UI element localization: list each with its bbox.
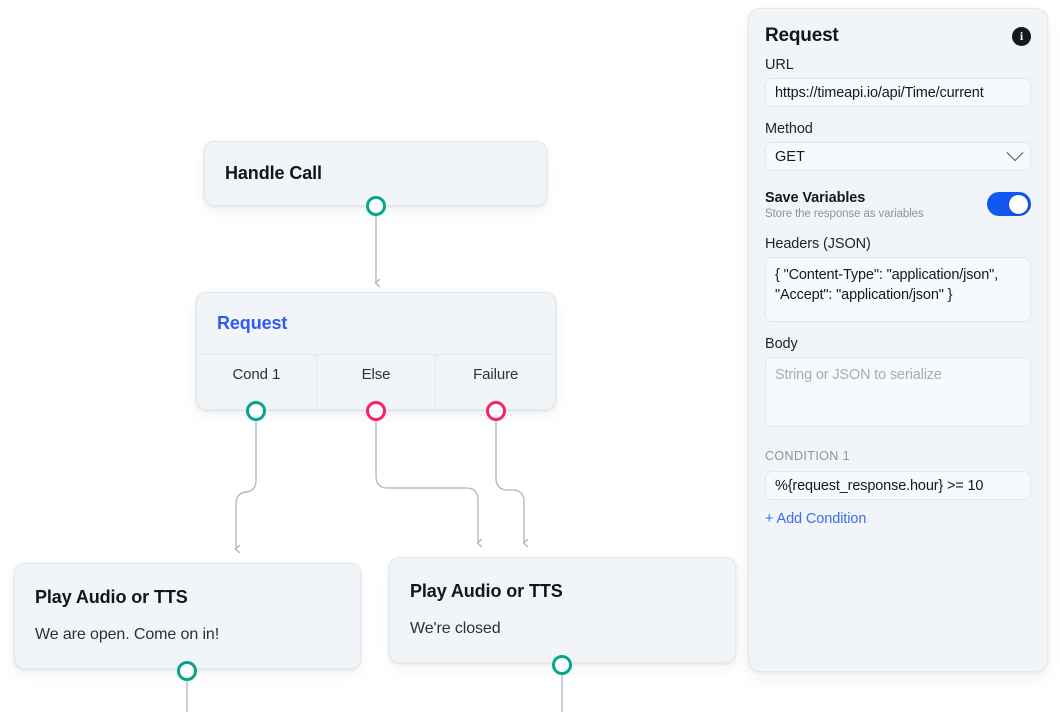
port-dot-else[interactable] [366, 401, 386, 421]
save-variables-description: Store the response as variables [765, 208, 924, 220]
port-failure-label: Failure [473, 366, 519, 383]
panel-header: Request i [765, 25, 1031, 47]
node-play-audio-closed-subtitle: We're closed [410, 620, 501, 637]
method-label: Method [765, 121, 813, 137]
node-request-title: Request [217, 313, 288, 333]
url-label: URL [765, 57, 794, 73]
node-request-ports: Cond 1 Else Failure [197, 355, 555, 409]
port-handle-call-output[interactable] [366, 196, 386, 216]
toggle-knob [1009, 194, 1028, 214]
port-play-audio-closed-output[interactable] [552, 655, 572, 675]
flow-canvas[interactable]: Handle Call Request Cond 1 Else Failure … [0, 0, 748, 712]
request-properties-panel: Request i URL https://timeapi.io/api/Tim… [748, 8, 1048, 672]
port-cond-1-label: Cond 1 [232, 366, 281, 383]
body-textarea[interactable]: String or JSON to serialize [765, 357, 1031, 427]
method-select[interactable]: GET [765, 142, 1031, 171]
headers-label: Headers (JSON) [765, 236, 871, 252]
chevron-down-icon [1006, 143, 1024, 161]
condition-1-caption: CONDITION 1 [765, 449, 850, 463]
body-label: Body [765, 336, 798, 352]
node-play-audio-closed-title: Play Audio or TTS [410, 581, 563, 601]
headers-textarea[interactable]: { "Content-Type": "application/json", "A… [765, 257, 1031, 322]
port-else[interactable]: Else [315, 355, 436, 409]
method-select-value: GET [775, 148, 805, 165]
port-else-label: Else [361, 366, 391, 383]
port-dot-cond-1[interactable] [246, 401, 266, 421]
save-variables-toggle[interactable] [987, 192, 1031, 216]
port-dot-failure[interactable] [486, 401, 506, 421]
port-play-audio-open-output[interactable] [177, 661, 197, 681]
port-failure[interactable]: Failure [435, 355, 555, 409]
url-input[interactable]: https://timeapi.io/api/Time/current [765, 78, 1031, 107]
node-handle-call-title: Handle Call [225, 163, 322, 183]
edge-cond1-to-play-open [234, 420, 257, 554]
node-play-audio-open-title: Play Audio or TTS [35, 587, 188, 607]
node-play-audio-open[interactable]: Play Audio or TTS We are open. Come on i… [14, 563, 361, 669]
condition-1-input[interactable]: %{request_response.hour} >= 10 [765, 471, 1031, 500]
node-play-audio-open-subtitle: We are open. Come on in! [35, 626, 220, 643]
edge-else-to-play-closed [375, 420, 483, 548]
add-condition-link[interactable]: + Add Condition [765, 511, 867, 527]
node-request-header: Request [197, 293, 555, 355]
panel-title: Request [765, 25, 839, 46]
port-cond-1[interactable]: Cond 1 [197, 355, 316, 409]
info-icon-glyph: i [1019, 29, 1024, 43]
edge-failure-to-play-closed [495, 420, 529, 548]
node-play-audio-closed[interactable]: Play Audio or TTS We're closed [389, 557, 736, 663]
info-icon[interactable]: i [1012, 26, 1031, 46]
node-request[interactable]: Request Cond 1 Else Failure [196, 292, 556, 410]
save-variables-label: Save Variables [765, 190, 866, 206]
save-variables-row: Save Variables Store the response as var… [765, 189, 1031, 220]
